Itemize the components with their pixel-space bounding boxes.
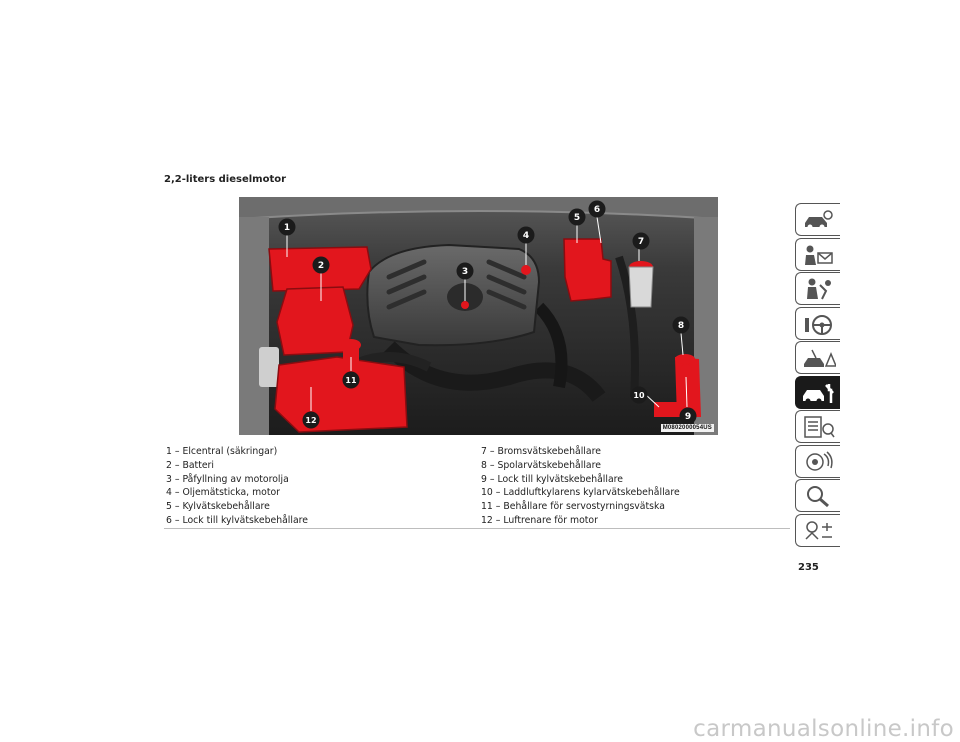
- legend-item: 8 – Spolarvätskebehållare: [481, 459, 601, 471]
- magnifier-icon: [807, 486, 829, 508]
- watermark: carmanualsonline.info: [693, 716, 954, 742]
- engine-bay-illustration: 1 2 3 4 5 6 7 8 9 10 11 12: [239, 197, 718, 435]
- tab-index[interactable]: [795, 479, 840, 512]
- callout-12: 12: [302, 411, 320, 429]
- checklist-icon: [804, 416, 835, 438]
- callout-6: 6: [588, 200, 606, 218]
- warning-triangle-car-icon: [804, 349, 836, 367]
- callout-11-label: 11: [345, 376, 357, 385]
- page-number: 235: [798, 562, 819, 573]
- tab-getting-to-know-vehicle[interactable]: [795, 203, 840, 236]
- legend-divider: [164, 528, 790, 529]
- callout-7-label: 7: [638, 237, 644, 247]
- tab-driving[interactable]: [795, 306, 840, 340]
- callout-1: 1: [278, 218, 296, 236]
- callout-8-label: 8: [678, 321, 684, 331]
- callout-11: 11: [342, 371, 360, 389]
- dashboard-car-icon: [805, 210, 833, 230]
- legend-item: 5 – Kylvätskebehållare: [166, 501, 270, 513]
- callout-6-label: 6: [594, 205, 600, 215]
- seat-passenger-icon: [807, 278, 831, 300]
- callout-4-label: 4: [523, 231, 529, 241]
- legend-item: 6 – Lock till kylvätskebehållare: [166, 514, 308, 526]
- callout-10-label: 10: [633, 391, 645, 400]
- tab-multimedia[interactable]: [795, 444, 840, 478]
- callout-10: 10: [630, 386, 648, 404]
- callout-9: 9: [679, 407, 697, 425]
- tab-servicing[interactable]: [795, 375, 840, 409]
- callout-4: 4: [517, 226, 535, 244]
- legend-column-right: 7 – Bromsvätskebehållare 8 – Spolarvätsk…: [481, 445, 680, 528]
- callout-3-label: 3: [462, 267, 468, 277]
- callout-8: 8: [672, 316, 690, 334]
- multimedia-icon: [806, 450, 833, 471]
- chapter-tabs: [795, 203, 840, 548]
- tab-specifications[interactable]: [795, 410, 840, 443]
- callout-3: 3: [456, 262, 474, 280]
- steering-wheel-icon: [805, 314, 832, 335]
- callout-2-label: 2: [318, 261, 324, 271]
- callout-9-label: 9: [685, 412, 691, 422]
- legend-item: 12 – Luftrenare för motor: [481, 514, 598, 526]
- legend-item: 9 – Lock till kylvätskebehållare: [481, 473, 623, 485]
- legend-item: 7 – Bromsvätskebehållare: [481, 446, 601, 457]
- legend-item: 2 – Batteri: [166, 459, 214, 471]
- section-title: 2,2-liters dieselmotor: [164, 174, 287, 185]
- callout-2: 2: [312, 256, 330, 274]
- legend-item: 3 – Påfyllning av motorolja: [166, 473, 289, 485]
- engine-bay-photo: 1 2 3 4 5 6 7 8 9 10 11 12 M0802000054US: [239, 197, 718, 435]
- callout-5: 5: [568, 208, 586, 226]
- legend-item: 1 – Elcentral (säkringar): [166, 446, 278, 457]
- legend-item: 11 – Behållare för servostyrningsvätska: [481, 501, 665, 513]
- legend-column-left: 1 – Elcentral (säkringar) 2 – Batteri 3 …: [166, 445, 308, 528]
- callout-1-label: 1: [284, 223, 290, 233]
- callout-5-label: 5: [574, 213, 580, 223]
- car-service-wrench-icon: [803, 383, 834, 403]
- legend-item: 4 – Oljemätsticka, motor: [166, 487, 280, 499]
- tab-safety[interactable]: [795, 237, 840, 271]
- callout-7: 7: [632, 232, 650, 250]
- safety-message-icon: [805, 245, 833, 265]
- photo-reference-code: M0802000054US: [660, 424, 714, 432]
- language-index-icon: [805, 520, 832, 540]
- legend-item: 10 – Laddluftkylarens kylarvätskebehålla…: [481, 487, 680, 499]
- callout-12-label: 12: [305, 416, 316, 425]
- tab-emergency[interactable]: [795, 341, 840, 374]
- tab-seats[interactable]: [795, 272, 840, 305]
- tab-languages[interactable]: [795, 513, 840, 547]
